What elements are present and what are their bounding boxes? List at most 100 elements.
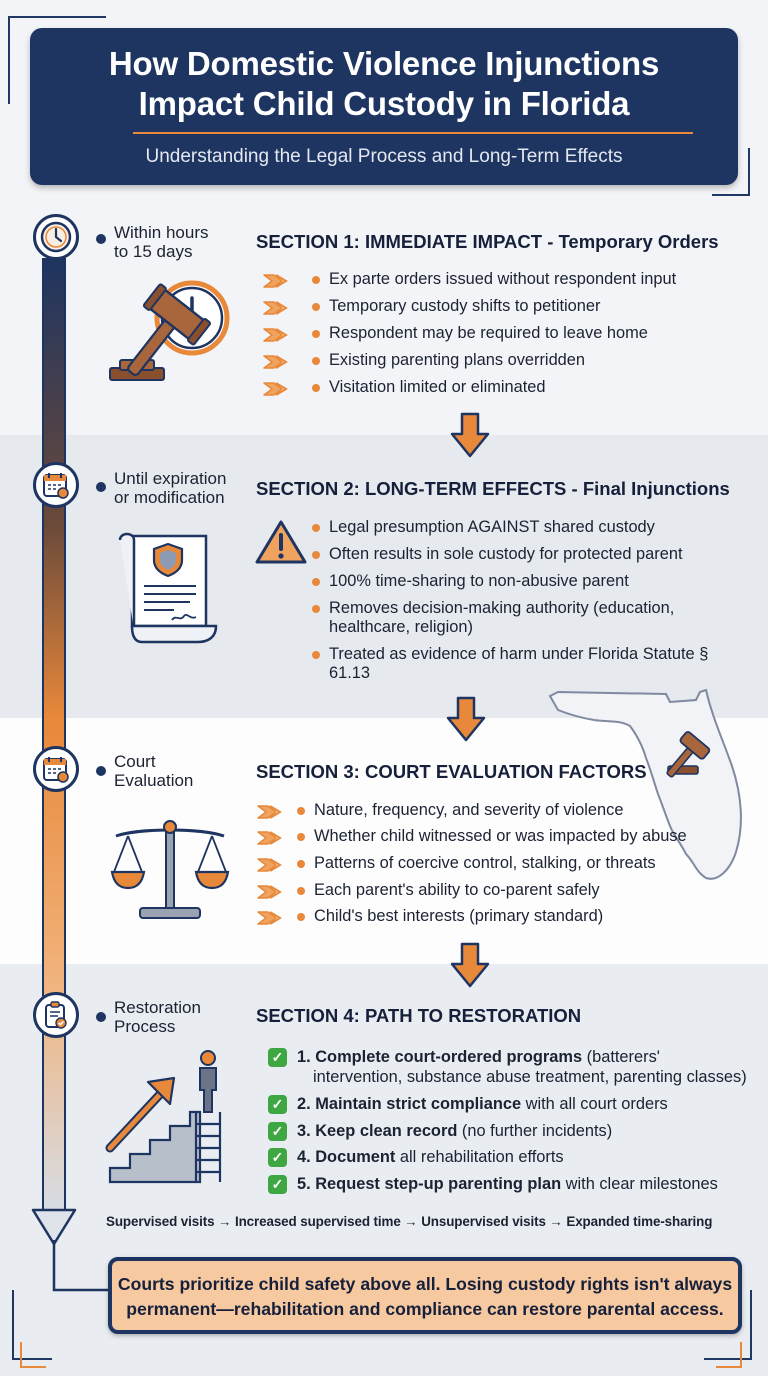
timeline-dot-4 (96, 1012, 106, 1022)
band-section3 (0, 718, 768, 964)
restoration-step: 1. Complete court-ordered programs (batt… (297, 1047, 747, 1087)
calendar-icon (43, 757, 69, 783)
title-divider (133, 132, 693, 134)
restoration-step-title: 5. Request step-up parenting plan (297, 1175, 562, 1193)
restoration-step-detail: (no further incidents) (457, 1122, 613, 1140)
timeline-dot-2 (96, 482, 106, 492)
chevron-arrow-icon (256, 855, 284, 875)
section-1-title: SECTION 1: IMMEDIATE IMPACT - Temporary … (256, 231, 719, 252)
frame-accent-bl (20, 1342, 46, 1368)
restoration-step-detail: with all court orders (521, 1095, 668, 1113)
restoration-step: 5. Request step-up parenting plan with c… (297, 1174, 718, 1194)
frame-corner-br (704, 1290, 752, 1360)
footer-line-2: permanent—rehabilitation and compliance … (126, 1299, 724, 1319)
section-3-bullet: Whether child witnessed or was impacted … (297, 827, 687, 845)
frame-corner-bl (12, 1290, 52, 1360)
down-arrow-2 (446, 696, 486, 742)
timeline-dot-1 (96, 234, 106, 244)
checkbox-checked-icon: ✓ (268, 1095, 287, 1114)
restoration-step-title: 1. Complete court-ordered programs (297, 1048, 583, 1066)
chevron-arrow-icon (263, 355, 288, 369)
section-2-bullet: 100% time-sharing to non-abusive parent (312, 572, 719, 591)
restoration-step: 3. Keep clean record (no further inciden… (297, 1121, 612, 1141)
timeline-end-arrow (31, 1208, 77, 1246)
chevron-arrow-icon (257, 858, 282, 872)
chevron-arrow-icon (256, 828, 284, 848)
restoration-step-title: 2. Maintain strict compliance (297, 1095, 522, 1113)
checkbox-checked-icon: ✓ (268, 1148, 287, 1167)
section-2-bullet: Treated as evidence of harm under Florid… (312, 645, 719, 683)
chevron-arrow-icon (262, 379, 290, 399)
timeline-node-3 (33, 746, 79, 792)
chevron-arrow-icon (263, 382, 288, 396)
scales-of-justice-icon (110, 820, 230, 919)
section-3-bullet: Nature, frequency, and severity of viole… (296, 801, 624, 819)
section-1-bullet: Temporary custody shifts to petitioner (311, 297, 601, 315)
frame-corner-tr (712, 148, 750, 196)
warning-icon (255, 520, 307, 564)
section-3-bullet: Each parent's ability to co-parent safel… (297, 881, 600, 899)
stairs-progress-icon (105, 1050, 222, 1184)
chevron-arrow-icon (256, 882, 284, 902)
restoration-step: 2. Maintain strict compliance with all c… (297, 1094, 668, 1114)
gavel-clock-icon (109, 280, 230, 381)
frame-accent-br (716, 1342, 742, 1368)
timeline-node-1 (33, 214, 79, 260)
chevron-arrow-icon (257, 805, 282, 819)
section-1-bullet: Ex parte orders issued without responden… (311, 270, 677, 288)
checkbox-checked-icon: ✓ (268, 1048, 287, 1067)
restoration-step-detail: all rehabilitation efforts (395, 1148, 564, 1166)
chevron-arrow-icon (263, 274, 288, 288)
restoration-step-title: 3. Keep clean record (297, 1122, 458, 1140)
restoration-step-detail: (batterers' (582, 1048, 660, 1066)
chevron-arrow-icon (263, 328, 288, 342)
chevron-arrow-icon (262, 298, 290, 318)
chevron-arrow-icon (263, 301, 288, 315)
section-3-bullet: Child's best interests (primary standard… (296, 907, 604, 925)
chevron-arrow-icon (256, 802, 284, 822)
chevron-arrow-icon (257, 831, 282, 845)
frame-corner-tl (8, 16, 106, 104)
timeline-node-2 (33, 462, 79, 508)
timeline-bar (42, 258, 66, 1214)
down-arrow-1 (450, 412, 490, 458)
section-4-title: SECTION 4: PATH TO RESTORATION (256, 1005, 582, 1026)
timeline-dot-3 (96, 766, 106, 776)
section-1-bullet: Existing parenting plans overridden (311, 351, 586, 369)
chevron-arrow-icon (262, 271, 290, 291)
chevron-arrow-icon (262, 325, 290, 345)
checkbox-checked-icon: ✓ (268, 1122, 287, 1141)
restoration-step-detail: intervention, substance abuse treatment,… (313, 1068, 747, 1086)
down-arrow-3 (450, 942, 490, 988)
custody-progression: Supervised visits → Increased supervised… (106, 1214, 713, 1229)
chevron-arrow-icon (257, 911, 282, 925)
section-2-bullet: Often results in sole custody for protec… (312, 545, 719, 564)
restoration-step-detail: with clear milestones (561, 1175, 718, 1193)
timeline-node-4 (33, 992, 79, 1038)
section-1-bullet: Visitation limited or eliminated (312, 378, 546, 396)
restoration-step: 4. Document all rehabilitation efforts (297, 1147, 564, 1167)
clipboard-check-icon (45, 1001, 67, 1029)
section-1-bullet: Respondent may be required to leave home (312, 324, 648, 342)
timeline-connector (52, 1240, 116, 1292)
clock-icon (40, 221, 72, 253)
restoration-step-title: 4. Document (297, 1148, 396, 1166)
chevron-arrow-icon (262, 352, 290, 372)
title-line-2: Impact Child Custody in Florida (138, 85, 630, 122)
section-2-bullet: Legal presumption AGAINST shared custody (312, 518, 719, 537)
footer-line-1: Courts prioritize child safety above all… (117, 1274, 733, 1294)
page-subtitle: Understanding the Legal Process and Long… (145, 146, 623, 167)
chevron-arrow-icon (257, 885, 282, 899)
calendar-icon (43, 473, 69, 499)
section-3-bullet: Patterns of coercive control, stalking, … (297, 854, 656, 872)
checkbox-checked-icon: ✓ (268, 1175, 287, 1194)
section-3-title: SECTION 3: COURT EVALUATION FACTORS (256, 761, 647, 782)
chevron-arrow-icon (256, 908, 284, 928)
florida-map-gavel-icon (548, 688, 742, 880)
